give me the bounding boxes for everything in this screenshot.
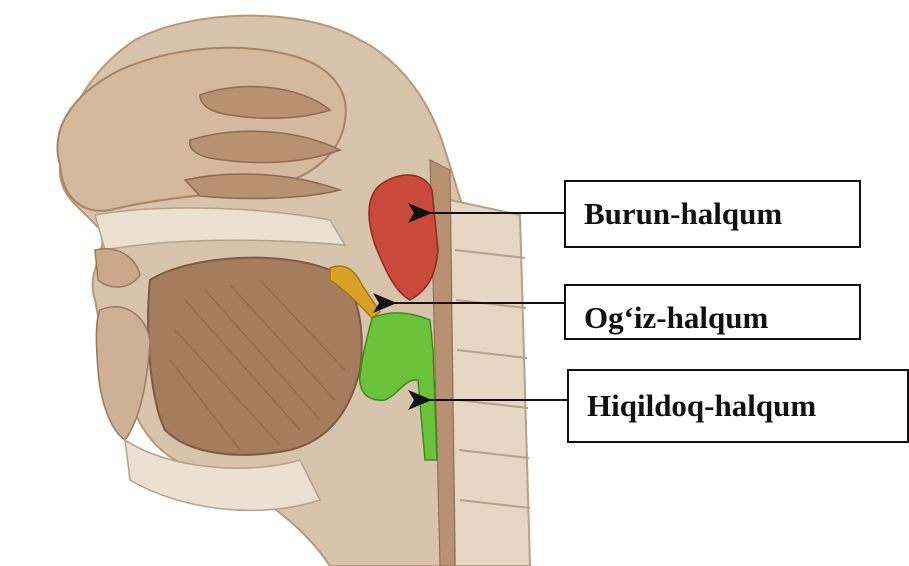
laryngopharynx-label: Hiqildoq-halqum — [587, 388, 816, 424]
tongue — [148, 258, 362, 455]
oropharynx-label-box: Og‘iz-halqum — [564, 284, 861, 340]
nasopharynx-label: Burun-halqum — [584, 196, 782, 232]
oropharynx-label: Og‘iz-halqum — [584, 300, 768, 336]
nasopharynx-label-box: Burun-halqum — [564, 180, 861, 248]
laryngopharynx-label-box: Hiqildoq-halqum — [567, 369, 909, 443]
